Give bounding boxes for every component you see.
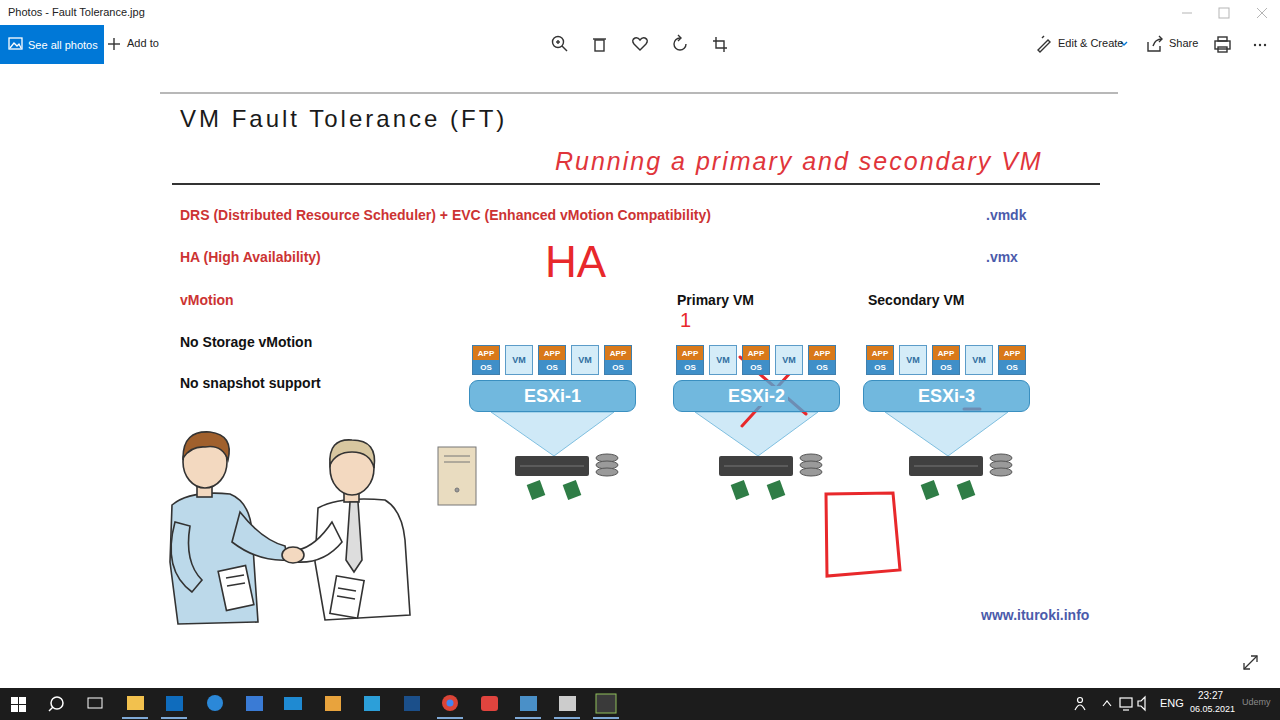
handwritten-note: 1 xyxy=(680,309,691,332)
vm-icon: VM xyxy=(505,345,533,375)
vm-label: VM xyxy=(578,355,592,365)
title-rule xyxy=(172,183,1100,185)
os-layer-label: OS xyxy=(473,360,499,374)
app-os-vm-icon: APPOS xyxy=(676,345,704,375)
slide-title: VM Fault Tolerance (FT) xyxy=(180,105,507,133)
limitation-item: No snapshot support xyxy=(180,375,321,391)
app-os-vm-icon: APPOS xyxy=(742,345,770,375)
feature-item: vMotion xyxy=(180,292,234,308)
host-role-label: Secondary VM xyxy=(868,292,964,308)
taskbar-icons xyxy=(11,694,1145,719)
vm-label: VM xyxy=(512,355,526,365)
vm-icon: VM xyxy=(965,345,993,375)
app-layer-label: APP xyxy=(473,346,499,360)
website-url: www.ituroki.info xyxy=(981,607,1089,623)
clock-time: 23:27 xyxy=(1198,690,1223,702)
toolbar-primary-button: See all photos xyxy=(0,25,104,64)
more-menu xyxy=(1254,44,1266,46)
host-hardware xyxy=(491,412,1012,500)
toolbar-button: Edit & Create xyxy=(1058,37,1123,50)
app-os-vm-icon: APPOS xyxy=(998,345,1026,375)
button-label: See all photos xyxy=(28,39,98,51)
window-title: Photos - Fault Tolerance.jpg xyxy=(8,6,145,19)
os-layer-label: OS xyxy=(933,360,959,374)
handwritten-note: HA xyxy=(545,237,606,288)
vm-icon: VM xyxy=(775,345,803,375)
file-extension: .vmdk xyxy=(986,207,1026,223)
os-layer-label: OS xyxy=(809,360,835,374)
slide-subtitle: Running a primary and secondary VM xyxy=(555,147,1043,176)
vm-icon: VM xyxy=(899,345,927,375)
watermark: Udemy xyxy=(1242,697,1271,707)
expand-icon xyxy=(1244,656,1257,669)
tower-computer xyxy=(438,447,476,505)
host-name: ESXi-2 xyxy=(725,386,788,406)
app-layer-label: APP xyxy=(605,346,631,360)
toolbar-button: Share xyxy=(1169,37,1198,50)
app-os-vm-icon: APPOS xyxy=(932,345,960,375)
taskbar xyxy=(0,688,1280,720)
app-layer-label: APP xyxy=(809,346,835,360)
vm-label: VM xyxy=(972,355,986,365)
esxi-host-band: ESXi-1 xyxy=(469,380,636,412)
file-extension: .vmx xyxy=(986,249,1018,265)
language-indicator: ENG xyxy=(1160,697,1184,710)
os-layer-label: OS xyxy=(867,360,893,374)
host-role-label: Primary VM xyxy=(677,292,754,308)
vm-icon: VM xyxy=(571,345,599,375)
handshake-illustration xyxy=(170,432,410,624)
app-layer-label: APP xyxy=(933,346,959,360)
host-name: ESXi-1 xyxy=(521,386,584,406)
vm-icon: VM xyxy=(709,345,737,375)
os-layer-label: OS xyxy=(605,360,631,374)
vm-label: VM xyxy=(716,355,730,365)
slide-edge xyxy=(160,92,1118,94)
os-layer-label: OS xyxy=(539,360,565,374)
app-layer-label: APP xyxy=(867,346,893,360)
vm-label: VM xyxy=(906,355,920,365)
app-os-vm-icon: APPOS xyxy=(866,345,894,375)
host-name: ESXi-3 xyxy=(915,386,978,406)
app-layer-label: APP xyxy=(743,346,769,360)
os-layer-label: OS xyxy=(677,360,703,374)
os-layer-label: OS xyxy=(743,360,769,374)
app-layer-label: APP xyxy=(999,346,1025,360)
app-layer-label: APP xyxy=(677,346,703,360)
app-layer-label: APP xyxy=(539,346,565,360)
window-controls xyxy=(1182,8,1267,18)
feature-item: DRS (Distributed Resource Scheduler) + E… xyxy=(180,207,711,223)
vm-label: VM xyxy=(782,355,796,365)
toolbar-button: Add to xyxy=(127,37,159,50)
app-os-vm-icon: APPOS xyxy=(472,345,500,375)
photos-icon xyxy=(9,38,22,49)
clock-date: 06.05.2021 xyxy=(1190,704,1235,714)
feature-item: HA (High Availability) xyxy=(180,249,321,265)
app-os-vm-icon: APPOS xyxy=(538,345,566,375)
app-os-vm-icon: APPOS xyxy=(808,345,836,375)
app-os-vm-icon: APPOS xyxy=(604,345,632,375)
limitation-item: No Storage vMotion xyxy=(180,334,312,350)
esxi-host-band: ESXi-2 xyxy=(673,380,840,412)
os-layer-label: OS xyxy=(999,360,1025,374)
esxi-host-band: ESXi-3 xyxy=(863,380,1030,412)
toolbar-icons xyxy=(108,35,1230,52)
